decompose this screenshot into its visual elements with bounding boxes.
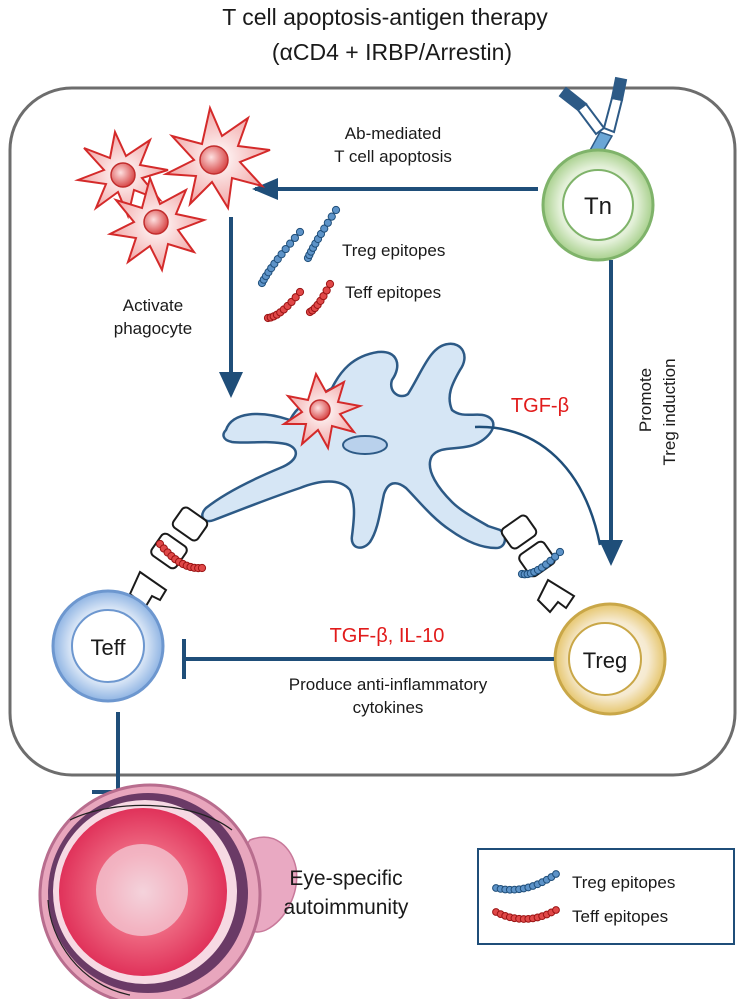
tgf-curved-arrow — [474, 425, 602, 546]
legend-teff-label: Teff epitopes — [572, 907, 668, 926]
treg-epitope-bead — [552, 870, 560, 878]
title-line-2: (αCD4 + IRBP/Arrestin) — [272, 39, 512, 65]
treg-epitope-bead — [331, 205, 341, 215]
title-line-1: T cell apoptosis-antigen therapy — [222, 4, 548, 30]
legend-treg-epitope-icon — [492, 870, 560, 894]
tn-cell: Tn — [541, 148, 655, 262]
activate-label-2: phagocyte — [114, 319, 192, 338]
teff-epitope-bead — [552, 906, 560, 914]
ab-mediated-label-1: Ab-mediated — [345, 124, 441, 143]
treg-epitope-bead — [295, 227, 305, 237]
teff-epitope-bead — [291, 293, 300, 302]
treg-epitope-bead — [290, 233, 299, 243]
tn-label: Tn — [584, 193, 612, 220]
apoptotic-cell-right — [162, 104, 271, 211]
activate-label-1: Activate — [123, 296, 183, 315]
teff-epitope-bead — [295, 287, 305, 297]
treg-epitope-bead — [286, 239, 295, 248]
produce-label-2: cytokines — [353, 698, 424, 717]
treg-epitopes-label: Treg epitopes — [342, 241, 445, 260]
treg-epitope-bead — [281, 244, 290, 254]
teff-epitope-bead — [325, 279, 335, 289]
synapse-left-epitope — [155, 539, 207, 573]
teff-cell: Teff — [51, 589, 165, 703]
legend-teff-epitope-icon — [492, 906, 560, 923]
ab-mediated-label-2: T cell apoptosis — [334, 147, 452, 166]
engulfed-apoptotic-cell — [280, 371, 364, 451]
antibody-icon — [558, 76, 628, 162]
treg-epitope-chains — [257, 205, 341, 288]
treg-label: Treg — [583, 648, 627, 673]
promote-arrow-head — [599, 540, 623, 566]
tgf-beta-label: TGF-β — [511, 395, 569, 417]
treg-epitope-bead — [327, 212, 336, 221]
teff-epitope-bead — [197, 563, 207, 573]
eye-histology-image — [38, 783, 298, 999]
treg-epitope-bead — [555, 547, 565, 557]
eye-label-2: autoimmunity — [284, 896, 409, 919]
activate-arrow-head — [219, 372, 243, 398]
teff-epitope-chains — [263, 279, 335, 323]
treg-epitope-bead — [320, 224, 329, 233]
teff-label: Teff — [90, 635, 126, 660]
cytokines-red-label: TGF-β, IL-10 — [330, 625, 445, 647]
eye-label-1: Eye-specific — [289, 867, 402, 890]
treg-epitope-bead — [551, 552, 560, 561]
treg-cell: Treg — [553, 602, 667, 716]
produce-label-1: Produce anti-inflammatory — [289, 675, 488, 694]
teff-epitopes-label: Teff epitopes — [345, 283, 441, 302]
legend-box — [477, 848, 735, 945]
apoptosis-arrow-head — [252, 178, 278, 200]
legend-treg-label: Treg epitopes — [572, 873, 675, 892]
promote-label-1: Promote — [636, 368, 655, 432]
apoptotic-cell-bottom — [106, 174, 208, 273]
promote-label-2: Treg induction — [660, 358, 679, 465]
synapse-right-epitope — [517, 547, 565, 579]
treg-epitope-bead — [323, 218, 332, 227]
teff-epitope-bead — [322, 286, 331, 295]
